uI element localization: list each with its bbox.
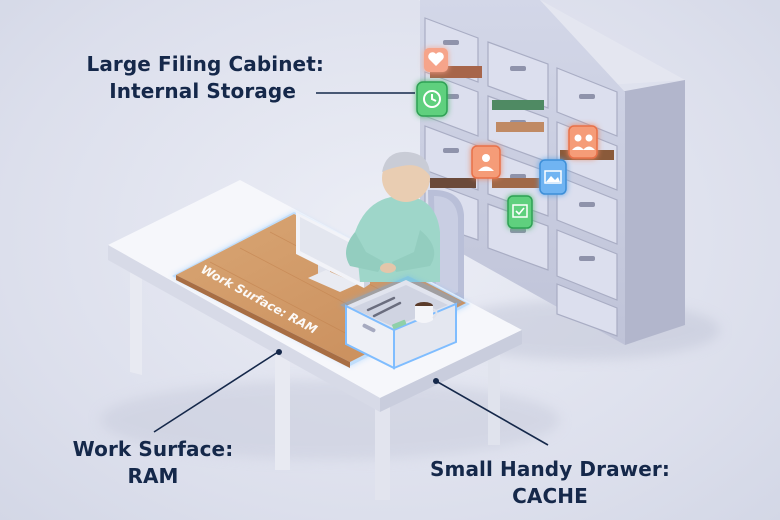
cabinet-label: Large Filing Cabinet: Internal Storage bbox=[62, 51, 324, 105]
computer-monitor bbox=[296, 212, 370, 292]
cache-drawer bbox=[340, 276, 462, 370]
coffee-mug bbox=[415, 302, 438, 323]
leader-line-ram bbox=[153, 351, 279, 433]
clock-icon bbox=[416, 81, 448, 117]
check-icon bbox=[507, 195, 533, 229]
leader-lines bbox=[153, 92, 549, 446]
ram-label-line1: Work Surface: bbox=[72, 437, 234, 461]
leader-line-cache bbox=[435, 380, 549, 446]
people-icon bbox=[568, 125, 598, 159]
ram-label-line2: RAM bbox=[127, 464, 179, 488]
pens bbox=[366, 296, 402, 318]
user-icon bbox=[471, 145, 501, 179]
desk-shadow bbox=[100, 380, 560, 460]
heart-icon bbox=[424, 48, 448, 72]
cache-label: Small Handy Drawer: CACHE bbox=[420, 456, 680, 510]
cabinet-label-line2: Internal Storage bbox=[109, 79, 296, 103]
person bbox=[346, 151, 440, 282]
cache-label-line1: Small Handy Drawer: bbox=[430, 457, 670, 481]
image-icon bbox=[539, 159, 567, 195]
filing-cabinet bbox=[418, 0, 685, 345]
cache-label-line2: CACHE bbox=[512, 484, 588, 508]
cabinet-drawers bbox=[424, 17, 618, 337]
cabinet-label-line1: Large Filing Cabinet: bbox=[86, 52, 324, 76]
leader-dots bbox=[276, 349, 439, 384]
ram-label: Work Surface: RAM bbox=[48, 436, 258, 490]
